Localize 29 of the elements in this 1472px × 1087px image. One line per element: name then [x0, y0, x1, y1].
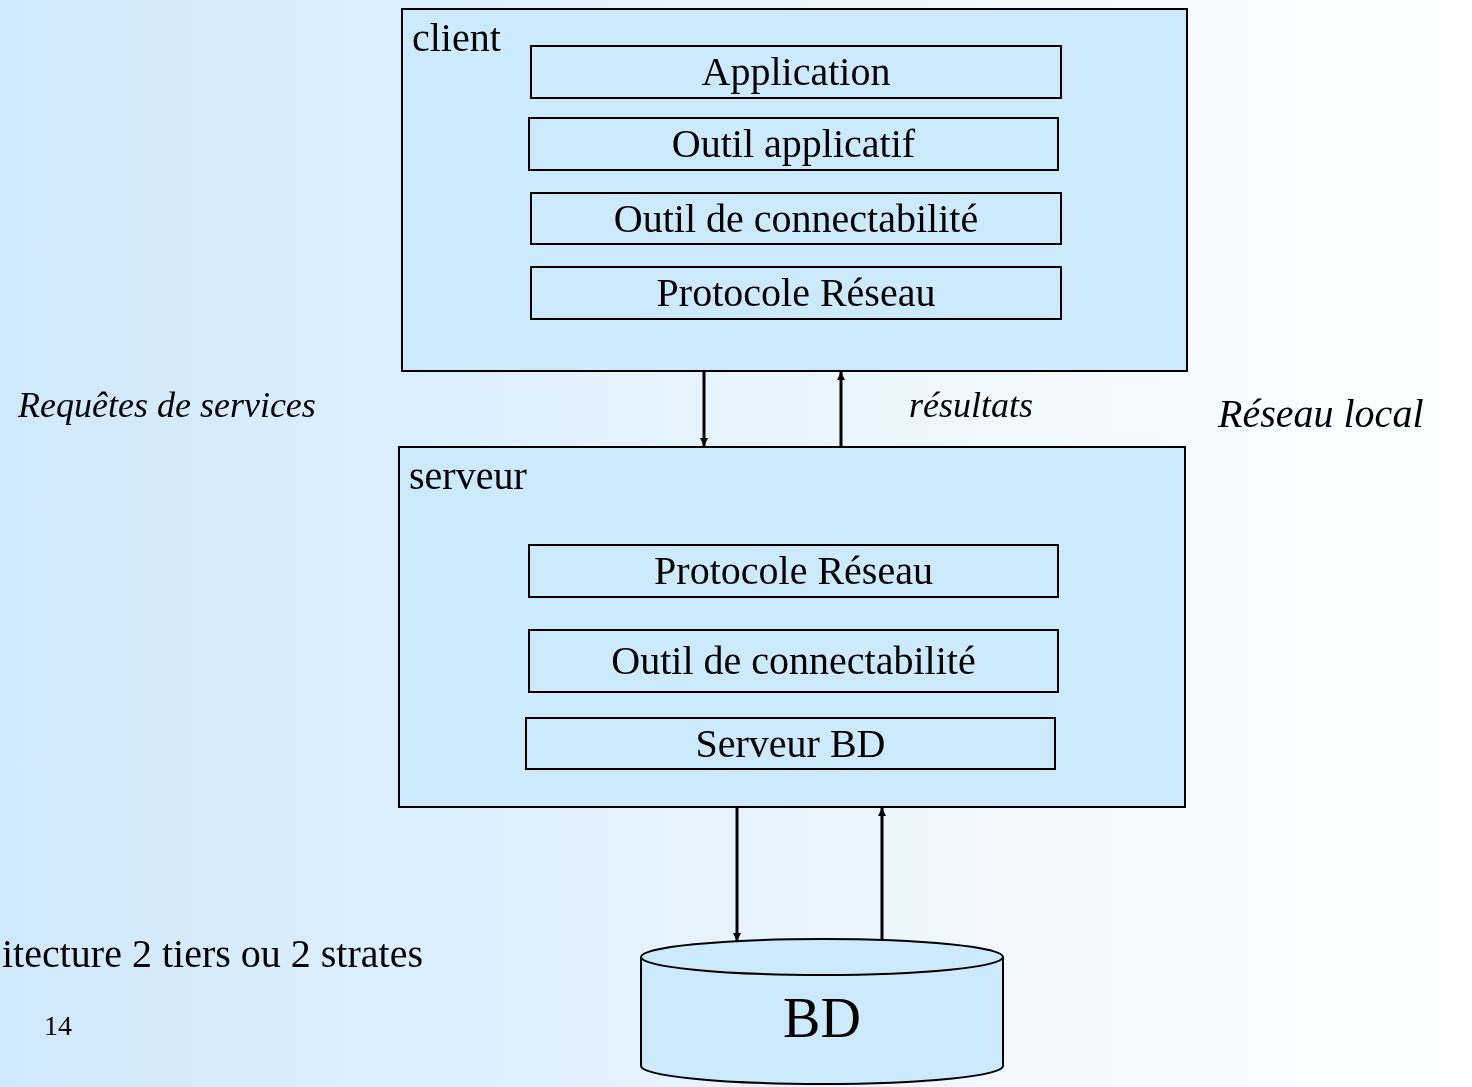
- tier-box: [401, 8, 1188, 372]
- layer-label: Protocole Réseau: [655, 273, 937, 313]
- caption-text: itecture 2 tiers ou 2 strates: [2, 930, 423, 977]
- arrow: [837, 372, 845, 446]
- layer-label: Outil de connectabilité: [612, 198, 980, 239]
- tier-box: [398, 446, 1186, 808]
- database-cylinder: [640, 938, 1004, 1085]
- layer-label: Serveur BD: [694, 723, 887, 764]
- layer-box: [530, 266, 1062, 320]
- layer-box: [530, 45, 1062, 99]
- network-label: Réseau local: [1218, 390, 1424, 437]
- layer-box: [528, 117, 1059, 171]
- layer-label: Outil de connectabilité: [610, 641, 977, 681]
- layer-label: Outil applicatif: [670, 124, 917, 164]
- arrow: [878, 808, 886, 940]
- layer-box: [528, 544, 1059, 598]
- layer-box: [528, 629, 1059, 693]
- arrow: [733, 808, 741, 942]
- database-label: BD: [782, 990, 862, 1046]
- layer-box: [530, 192, 1062, 245]
- layer-box: [525, 717, 1056, 770]
- tier-title: client: [412, 14, 501, 62]
- tier-title: serveur: [409, 452, 527, 500]
- arrow: [700, 372, 708, 446]
- layer-label: Protocole Réseau: [653, 551, 934, 591]
- annotation-text: Requêtes de services: [18, 384, 316, 426]
- layer-label: Application: [700, 52, 892, 92]
- page-number: 14: [44, 1010, 72, 1042]
- annotation-text: résultats: [909, 384, 1033, 426]
